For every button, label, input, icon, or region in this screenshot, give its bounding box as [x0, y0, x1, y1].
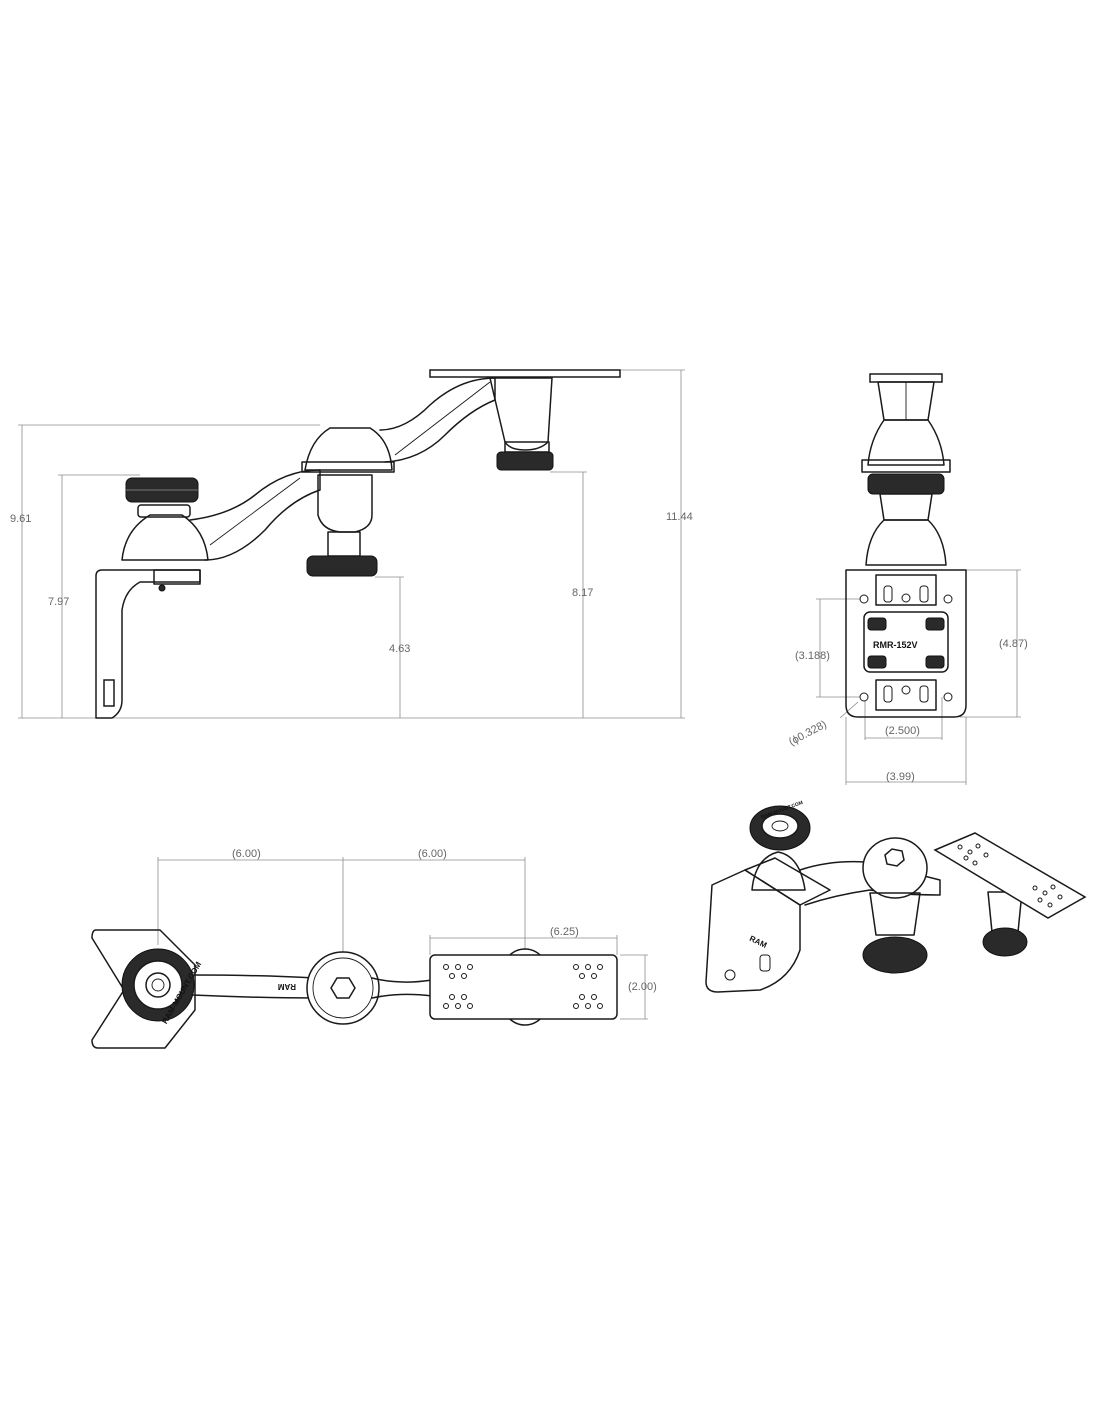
top-view: (6.00) (6.00) (6.25) (2.00) RAM-MOUNT.CO…: [91, 848, 657, 1049]
side-center-ball-assembly: [301, 427, 395, 577]
side-view-dimension-lines: [18, 369, 685, 719]
side-view: 9.61 7.97 4.63 8.17 11.44: [10, 369, 693, 719]
side-lower-arm: [189, 469, 321, 561]
iso-arm: [799, 860, 941, 906]
front-view-dimension-lines: [816, 569, 1021, 785]
top-arm-emboss: RAM: [277, 982, 296, 991]
dim-arm-2: (6.00): [418, 848, 447, 860]
iso-center-ball: [862, 837, 928, 974]
side-upper-arm: [379, 377, 496, 463]
top-base-bracket: [91, 929, 196, 1049]
iso-plate-holes: [957, 843, 1063, 908]
dim-plate-length: (6.25): [550, 926, 579, 938]
iso-base-bracket: [705, 857, 831, 993]
dim-lower-knob-height: 7.97: [48, 596, 69, 608]
dim-hole-spacing-horizontal: (2.500): [885, 725, 920, 737]
front-top-column: [861, 373, 951, 473]
front-view: (3.188) (4.87) (ϕ0.328) (2.500) (3.99): [787, 373, 1028, 785]
iso-view: RAM: [705, 800, 1087, 993]
top-arm-2: [371, 977, 433, 999]
dim-hole-diameter: (ϕ0.328): [787, 718, 829, 748]
dim-overall-width: 9.61: [10, 513, 31, 525]
iso-base-emboss: RAM: [748, 934, 769, 950]
side-left-knob-assembly: [121, 477, 209, 561]
dim-base-height: (4.87): [999, 638, 1028, 650]
top-plate: [429, 948, 618, 1026]
dim-plate-width: (2.00): [628, 981, 657, 993]
side-right-column: [429, 369, 621, 471]
top-center-joint: [306, 951, 380, 1025]
top-knob: [121, 948, 195, 1022]
front-base-plate: [845, 569, 967, 718]
dim-arm-1: (6.00): [232, 848, 261, 860]
side-base-bracket: [95, 569, 201, 719]
iso-plate: [933, 832, 1087, 919]
top-plate-holes: [443, 964, 603, 1009]
dim-center-knob-height: 4.63: [389, 643, 410, 655]
front-lower-column: [865, 473, 947, 566]
dim-total-height: 11.44: [666, 511, 693, 523]
dim-hole-spacing-vertical: (3.188): [795, 650, 830, 662]
model-label: RMR-152V: [873, 640, 918, 650]
dim-right-knob-height: 8.17: [572, 587, 593, 599]
dim-base-width: (3.99): [886, 771, 915, 783]
iso-knob: [749, 805, 811, 891]
